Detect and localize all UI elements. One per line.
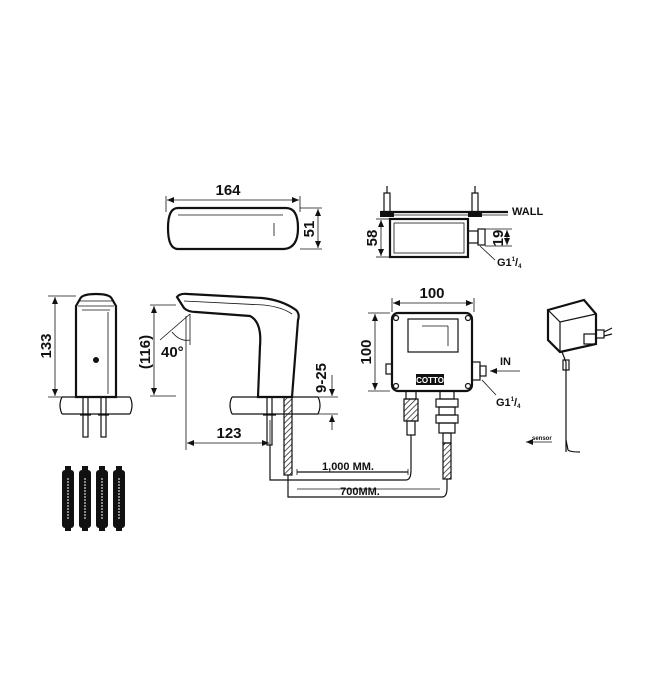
transformer-icon: sensor: [526, 298, 613, 453]
batteries: [62, 466, 125, 531]
svg-text:G11/4: G11/4: [496, 397, 521, 410]
top-width-label: 164: [215, 182, 241, 199]
brand-label: COTTO: [416, 376, 444, 385]
control-box-front-view: 100 100 COTTO IN G11/4: [358, 285, 521, 480]
box-height2-label: 100: [358, 339, 375, 364]
top-depth-label: 51: [301, 221, 318, 238]
battery-icon: [79, 466, 91, 531]
battery-icon: [113, 466, 125, 531]
box-width-label: 100: [419, 285, 444, 302]
hose-long-label: 1,000 MM.: [322, 461, 374, 473]
hose-routing: 1,000 MM. 700MM.: [269, 445, 448, 498]
box-height-label: 58: [364, 230, 381, 247]
inlet-label: IN: [500, 356, 511, 368]
battery-icon: [96, 466, 108, 531]
sensor-label: sensor: [532, 436, 552, 442]
battery-icon: [62, 466, 74, 531]
top-view: 164 51: [165, 182, 322, 251]
thread-side-label: G1: [496, 397, 511, 409]
spout-height-inner-label: (116): [137, 335, 154, 369]
svg-text:G11/4: G11/4: [497, 257, 522, 270]
spout-height-label: 133: [38, 333, 55, 358]
faucet-side-view: (116) 40° 123 9-25: [137, 292, 338, 476]
angle-label: 40°: [161, 344, 184, 361]
wall-bracket: [380, 186, 482, 217]
box-side-view: WALL 58 19 G11/4: [364, 186, 543, 270]
wall-label: WALL: [512, 206, 543, 218]
deck-thickness-label: 9-25: [313, 363, 330, 393]
hose-short-label: 700MM.: [340, 486, 380, 498]
box-offset-label: 19: [490, 230, 507, 247]
reach-label: 123: [216, 425, 241, 442]
faucet-front-view: 133: [38, 292, 133, 438]
thread-top-label: G1: [497, 257, 512, 269]
